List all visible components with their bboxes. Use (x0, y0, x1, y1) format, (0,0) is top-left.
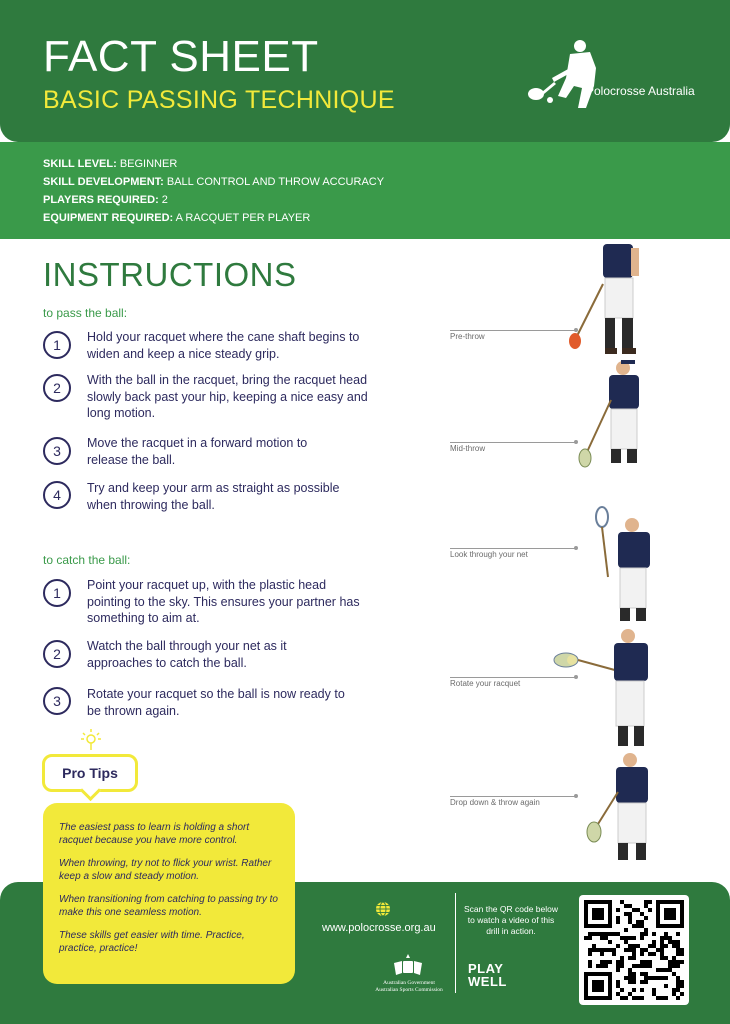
pass-step-text: Move the racquet in a forward motion to … (87, 436, 308, 467)
pro-tips-badge: Pro Tips (42, 754, 138, 792)
caption-leader-line (450, 546, 578, 550)
caption-leader-line (450, 440, 578, 444)
skill-level-row: SKILL LEVEL: BEGINNER (43, 158, 178, 170)
play-well-logo: PLAY WELL (468, 961, 507, 989)
pass-step-number: 4 (43, 481, 71, 509)
tip-item: The easiest pass to learn is holding a s… (59, 822, 250, 846)
pass-step-number: 2 (43, 374, 71, 402)
skill-info-band: SKILL LEVEL: BEGINNER SKILL DEVELOPMENT:… (0, 142, 730, 239)
pass-step-number: 1 (43, 331, 71, 359)
photo-caption: Pre-throw (450, 332, 485, 341)
player-mid-throw-image (578, 360, 639, 468)
bulb-icon (81, 729, 101, 750)
pass-step-text: Try and keep your arm as straight as pos… (87, 481, 340, 512)
caption-leader-line (450, 328, 578, 332)
player-pre-throw-image (569, 244, 639, 354)
players-required-row: PLAYERS REQUIRED: 2 (43, 194, 168, 206)
photo-caption: Rotate your racquet (450, 679, 521, 688)
pass-step-text: With the ball in the racquet, bring the … (87, 373, 368, 420)
photo-caption: Look through your net (450, 550, 528, 559)
qr-code[interactable] (579, 895, 689, 1005)
catch-step-text: Rotate your racquet so the ball is now r… (87, 687, 345, 718)
gov-text: Australian Government Australian Sports … (375, 980, 443, 993)
instructions-heading: INSTRUCTIONS (43, 256, 297, 293)
player-look-through-net-image (595, 506, 650, 621)
website-link[interactable]: www.polocrosse.org.au (322, 922, 436, 934)
caption-leader-line (450, 675, 578, 679)
footer-divider (455, 893, 456, 993)
brand-name: Polocrosse Australia (586, 84, 695, 98)
pass-section-label: to pass the ball: (43, 306, 128, 320)
player-rotate-racquet-image (553, 629, 648, 746)
catch-step-number: 3 (43, 687, 71, 715)
header-banner: FACT SHEET BASIC PASSING TECHNIQUE Poloc… (0, 0, 730, 142)
catch-step-text: Point your racquet up, with the plastic … (87, 578, 360, 625)
photo-caption: Mid-throw (450, 444, 486, 453)
qr-code-pattern (584, 900, 684, 1000)
catch-section-label: to catch the ball: (43, 553, 131, 567)
caption-leader-line (450, 794, 578, 798)
equipment-required-row: EQUIPMENT REQUIRED: A RACQUET PER PLAYER (43, 212, 311, 224)
scan-qr-text: Scan the QR code below to watch a video … (463, 904, 559, 936)
catch-step-number: 1 (43, 579, 71, 607)
photo-caption: Drop down & throw again (450, 798, 540, 807)
player-drop-down-throw-image (586, 753, 648, 860)
pass-step-number: 3 (43, 437, 71, 465)
catch-step-number: 2 (43, 640, 71, 668)
gov-crest-icon (394, 954, 422, 975)
pass-step-text: Hold your racquet where the cane shaft b… (87, 330, 360, 361)
polocrosse-logo-icon (528, 40, 596, 108)
catch-step-text: Watch the ball through your net as it ap… (87, 639, 287, 670)
pro-tips-box: The easiest pass to learn is holding a s… (43, 803, 295, 984)
page-subtitle: BASIC PASSING TECHNIQUE (43, 86, 395, 114)
tip-item: When throwing, try not to flick your wri… (59, 858, 272, 882)
globe-icon (376, 901, 390, 917)
page-title: FACT SHEET (43, 32, 319, 81)
tip-item: These skills get easier with time. Pract… (59, 930, 245, 954)
skill-development-row: SKILL DEVELOPMENT: BALL CONTROL AND THRO… (43, 176, 385, 188)
tip-item: When transitioning from catching to pass… (59, 894, 278, 918)
